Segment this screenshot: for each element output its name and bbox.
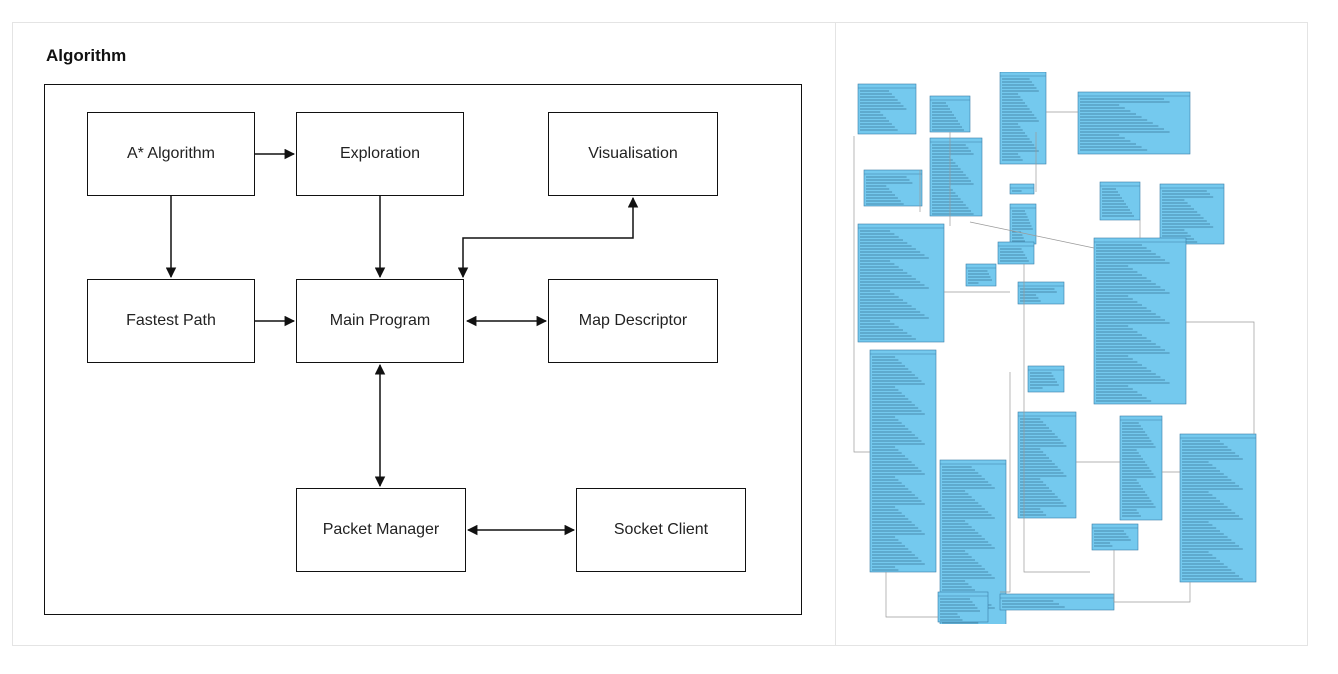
node-main-program: Main Program <box>296 279 464 363</box>
uml-class-box <box>1179 433 1257 583</box>
uml-class-box <box>1009 183 1035 195</box>
node-label: Visualisation <box>588 145 678 162</box>
uml-class-box <box>965 263 997 287</box>
uml-class-box <box>929 95 971 133</box>
node-socket-client: Socket Client <box>576 488 746 572</box>
panel-divider <box>835 22 836 646</box>
uml-class-box <box>869 349 937 573</box>
section-heading: Algorithm <box>46 46 127 65</box>
uml-class-box <box>857 83 917 135</box>
uml-class-box <box>1159 183 1225 245</box>
node-fastest-path: Fastest Path <box>87 279 255 363</box>
uml-class-box <box>863 169 923 207</box>
uml-class-box <box>1077 91 1191 155</box>
node-label: Socket Client <box>613 521 709 538</box>
uml-class-box <box>1099 181 1141 221</box>
uml-class-box <box>997 241 1035 265</box>
uml-class-box <box>929 137 983 217</box>
uml-connector <box>853 136 870 453</box>
uml-class-diagram-image <box>853 72 1257 624</box>
uml-class-box <box>857 223 945 343</box>
uml-connector <box>1023 264 1090 573</box>
node-label: A* Algorithm <box>126 145 216 162</box>
node-visualisation: Visualisation <box>548 112 718 196</box>
uml-class-box <box>999 72 1047 165</box>
uml-connector <box>1113 550 1191 603</box>
uml-connector <box>885 572 938 618</box>
uml-class-box <box>1091 523 1139 551</box>
uml-class-box <box>1017 281 1065 305</box>
uml-class-box <box>1093 237 1187 405</box>
node-astar-algorithm: A* Algorithm <box>87 112 255 196</box>
uml-class-box <box>1009 203 1037 245</box>
node-label: Main Program <box>329 312 431 329</box>
node-exploration: Exploration <box>296 112 464 196</box>
uml-class-box <box>937 591 989 623</box>
uml-class-box <box>1017 411 1077 519</box>
algorithm-diagram <box>44 84 802 615</box>
uml-class-box <box>999 593 1115 611</box>
node-label: Fastest Path <box>126 312 216 329</box>
node-label: Map Descriptor <box>578 312 688 329</box>
node-label: Exploration <box>339 145 421 162</box>
node-packet-manager: Packet Manager <box>296 488 466 572</box>
uml-class-box <box>1027 365 1065 393</box>
node-map-descriptor: Map Descriptor <box>548 279 718 363</box>
uml-class-box <box>1119 415 1163 521</box>
node-label: Packet Manager <box>322 521 440 538</box>
uml-connector <box>1186 321 1255 434</box>
content-frame <box>12 22 1308 646</box>
uml-connector <box>1000 372 1011 593</box>
uml-connector <box>969 221 1095 249</box>
